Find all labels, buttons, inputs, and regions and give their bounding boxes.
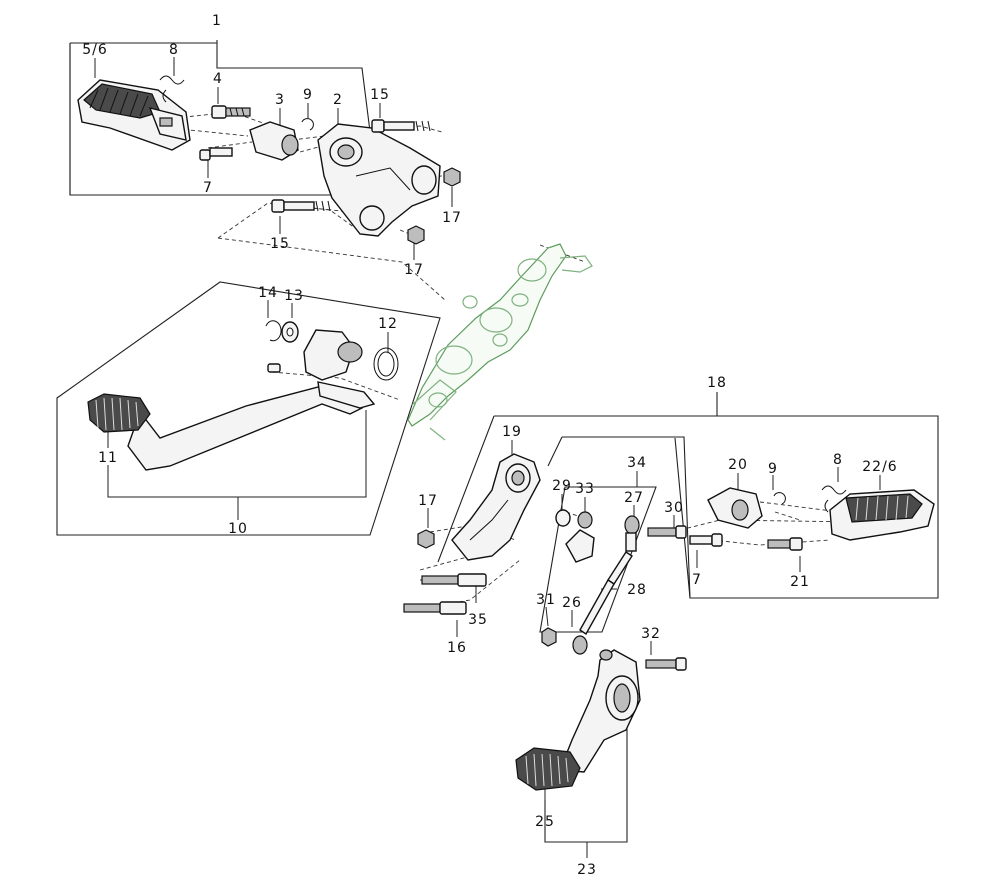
callout-13: 13 [284,288,304,304]
callout-17-upper: 17 [442,210,462,226]
circlip-14 [265,320,282,342]
nut-31 [541,627,557,647]
callout-20: 20 [728,457,748,473]
callout-5-6: 5/6 [82,42,108,58]
left-bolt-15-upper [371,119,431,133]
bolt-16 [403,601,467,615]
right-bolt-21 [767,537,803,551]
brake-pin [267,363,281,373]
bolt-32 [645,657,687,671]
brake-pedal-10 [127,329,376,471]
bolt-30 [647,525,687,539]
callout-10: 10 [228,521,248,537]
washer-13 [281,321,299,343]
callout-29: 29 [552,478,572,494]
callout-16: 16 [447,640,467,656]
callout-35: 35 [468,612,488,628]
left-pin-7 [199,147,233,161]
callout-9-left: 9 [303,87,313,103]
callout-17-lower: 17 [404,262,424,278]
left-bracket-2 [317,123,441,237]
left-nut-17-lower [407,225,425,245]
shift-pedal-pad-25 [515,747,581,791]
collar-29 [555,509,571,527]
callout-19: 19 [502,424,522,440]
callout-7-left: 7 [203,180,213,196]
shift-pedal-23 [558,649,641,773]
callout-28: 28 [627,582,647,598]
rod-end-27 [624,515,640,552]
left-bushing-3 [249,121,299,161]
right-bracket-19 [451,453,541,561]
callout-15-lower: 15 [270,236,290,252]
callout-23: 23 [577,862,597,878]
right-nut-17 [417,529,435,549]
callout-25: 25 [535,814,555,830]
callout-26: 26 [562,595,582,611]
callout-32: 32 [641,626,661,642]
callout-12: 12 [378,316,398,332]
left-bolt-15-lower [271,199,331,213]
right-pin-7 [689,533,723,547]
left-clip-9 [301,118,314,131]
callout-labels: 1 2 3 4 5/6 7 8 9 10 11 12 13 14 15 15 1… [82,13,897,878]
callout-21: 21 [790,574,810,590]
callout-30: 30 [664,500,684,516]
callout-4: 4 [213,71,223,87]
brake-spring-12 [373,347,399,381]
left-bolt-4 [211,105,251,119]
left-nut-17-upper [443,167,461,187]
callout-31: 31 [536,592,556,608]
right-clip-9 [773,492,786,505]
callout-34: 34 [627,455,647,471]
callout-33: 33 [575,481,595,497]
bolt-35 [421,573,487,587]
callout-8-right: 8 [833,452,843,468]
left-footrest-peg [77,79,191,151]
callout-3: 3 [275,92,285,108]
assembly-dashed-lines [169,111,861,613]
callout-8-left: 8 [169,42,179,58]
frame-group-10 [56,281,441,536]
right-footrest-peg [829,489,935,541]
frame-group-34 [539,486,657,633]
callout-7-right: 7 [692,572,702,588]
callout-15-upper: 15 [370,87,390,103]
callout-9-right: 9 [768,461,778,477]
rod-end-bracket [565,529,595,563]
callout-11: 11 [98,450,118,466]
callout-2: 2 [333,92,343,108]
shift-rod-28 [579,551,633,636]
right-peg-spring-8 [821,485,847,513]
frame-bracket-ghost [407,243,593,441]
callout-14: 14 [258,285,278,301]
leader-lines [94,57,881,858]
callout-27: 27 [624,490,644,506]
callout-1: 1 [212,13,222,29]
rod-end-26 [572,635,588,655]
brake-pedal-pad-11 [87,393,151,433]
callout-18: 18 [707,375,727,391]
frame-group-23 [544,720,628,843]
callout-17-right: 17 [418,493,438,509]
callout-22-6: 22/6 [862,459,897,475]
right-bushing-20 [707,487,763,529]
left-peg-spring [159,75,185,103]
bush-33 [577,511,593,529]
